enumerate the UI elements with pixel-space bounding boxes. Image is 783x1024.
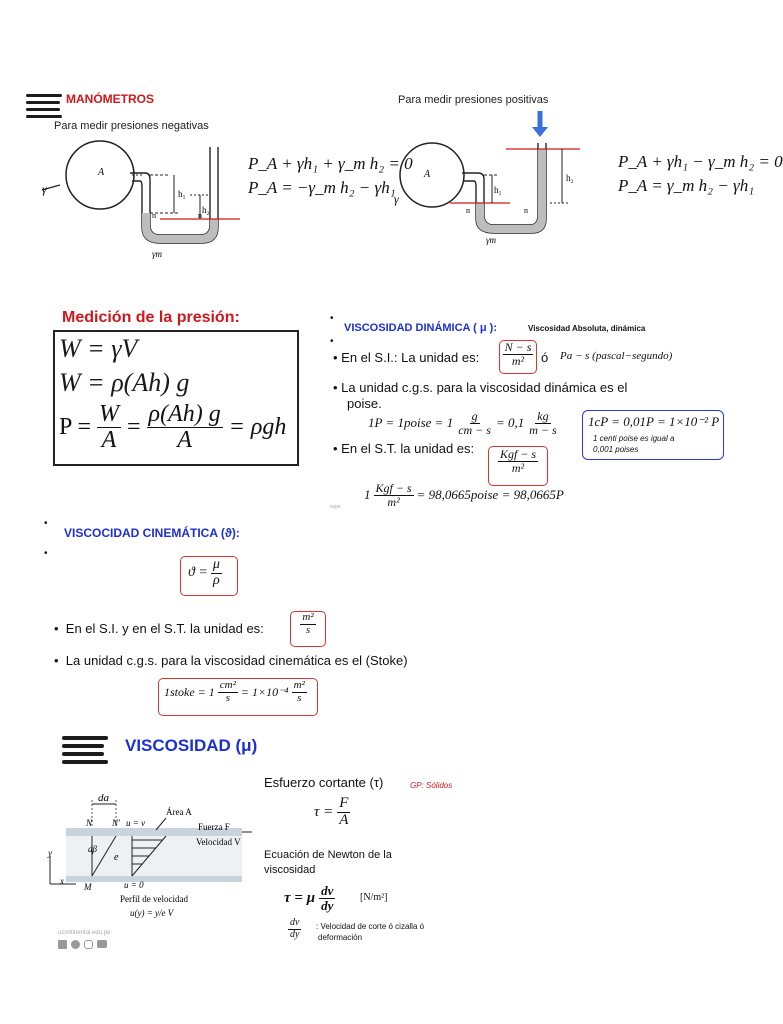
- svg-text:y: y: [47, 848, 52, 858]
- social-icons: [58, 940, 107, 949]
- svg-text:da: da: [98, 792, 110, 804]
- svg-text:u = v: u = v: [126, 818, 145, 828]
- positive-eq-2: P_A = γ_m h₂ − γh₁: [618, 176, 755, 195]
- svg-text:h₁: h₁: [494, 185, 502, 195]
- twitter-icon[interactable]: [71, 940, 80, 949]
- label-A: A: [97, 167, 105, 178]
- svg-text:Área A: Área A: [166, 807, 192, 817]
- manometer-positive-diagram: A γ h₂ h₁ n n γm: [394, 111, 580, 245]
- facebook-icon[interactable]: [58, 940, 67, 949]
- svg-text:e: e: [114, 852, 119, 863]
- dinamica-si-line: • En el S.I.: La unidad es:: [333, 350, 480, 365]
- dinamica-cgs-line: • La unidad c.g.s. para la viscosidad di…: [333, 380, 628, 395]
- dvdy-desc-2: deformación: [318, 933, 363, 942]
- cinematica-si-line: • En el S.I. y en el S.T. la unidad es:: [54, 621, 264, 636]
- negative-pressure-caption: Para medir presiones negativas: [54, 120, 209, 132]
- viscosidad-title: VISCOSIDAD (μ): [125, 736, 258, 755]
- viscosidad-cinematica-title: VISCOCIDAD CINEMÁTICA (ϑ):: [64, 526, 240, 540]
- manometros-title: MANÓMETROS: [66, 92, 154, 106]
- svg-text:x: x: [59, 876, 64, 886]
- st-unit-box: [488, 446, 548, 486]
- viscosidad-dinamica-title: VISCOSIDAD DINÁMICA ( μ ):: [344, 322, 497, 334]
- svg-text:Perfil de velocidad: Perfil de velocidad: [120, 894, 188, 904]
- weight-eq-1: W = γV: [59, 334, 138, 363]
- newton-label-2: viscosidad: [264, 864, 316, 876]
- instagram-icon[interactable]: [84, 940, 93, 949]
- viscosidad-dinamica-subtitle: Viscosidad Absoluta, dinámica: [528, 324, 646, 333]
- or-text: ó: [541, 350, 549, 365]
- svg-text:n: n: [524, 206, 528, 215]
- svg-text:γm: γm: [486, 235, 497, 245]
- svg-text:h₁: h₁: [178, 189, 186, 199]
- svg-text:Velocidad V: Velocidad V: [196, 837, 241, 847]
- svg-text:γ: γ: [42, 182, 47, 196]
- svg-text:N: N: [85, 818, 93, 828]
- si-unit-box: [499, 340, 537, 374]
- centipoise-note-2: 0,001 poises: [593, 445, 639, 454]
- negative-eq-1: P_A + γh₁ + γ_m h₂ = 0: [248, 154, 413, 173]
- tiny-mark: supe: [330, 504, 341, 510]
- centipoise-box: [582, 410, 724, 460]
- youtube-icon[interactable]: [97, 940, 107, 948]
- university-logo-top: [26, 92, 62, 118]
- dvdy-desc-1: : Velocidad de corte ó cizalla ó: [316, 922, 425, 931]
- shear-stress-label: Esfuerzo cortante (τ): [264, 775, 384, 790]
- cinematic-def-box: [180, 556, 238, 596]
- medicion-title: Medición de la presión:: [62, 309, 240, 326]
- velocity-profile-diagram: da Área A N N′ u = v Fuerza F Velocidad …: [47, 792, 252, 918]
- svg-text:Fuerza F: Fuerza F: [198, 822, 230, 832]
- svg-text:A: A: [423, 169, 431, 180]
- svg-text:γ: γ: [394, 192, 399, 206]
- newton-unit: [N/m²]: [360, 892, 388, 903]
- university-logo-bottom: [62, 734, 108, 764]
- svg-text:h₂: h₂: [202, 205, 210, 215]
- svg-text:u = 0: u = 0: [124, 880, 144, 890]
- website-text: ucontinental.edu.pe: [58, 930, 111, 936]
- centipoise-note-1: 1 centi poise es igual a: [593, 434, 675, 443]
- svg-text:n: n: [152, 211, 156, 220]
- svg-text:u(y) = y/e V: u(y) = y/e V: [130, 908, 175, 918]
- cinematic-si-box: [290, 611, 326, 647]
- cinematica-cgs-line: • La unidad c.g.s. para la viscosidad ci…: [54, 653, 408, 668]
- svg-text:h₂: h₂: [566, 173, 574, 183]
- svg-text:γm: γm: [152, 249, 163, 259]
- negative-eq-2: P_A = −γ_m h₂ − γh₁: [248, 178, 396, 197]
- dinamica-st-line: • En el S.T. la unidad es:: [333, 441, 475, 456]
- svg-text:M: M: [83, 882, 92, 892]
- positive-eq-1: P_A + γh₁ − γ_m h₂ = 0: [618, 152, 783, 171]
- svg-text:dβ: dβ: [88, 844, 98, 854]
- weight-eq-2: W = ρ(Ah) g: [59, 368, 190, 397]
- stoke-box: [158, 678, 318, 716]
- svg-text:n: n: [198, 211, 202, 220]
- si-alt-unit: Pa − s (pascal−segundo): [560, 350, 673, 362]
- dinamica-cgs-line-2: poise.: [347, 396, 382, 411]
- gp-note: GP: Sólidos: [410, 781, 453, 790]
- centipoise-eq: 1cP = 0,01P = 1×10⁻² P: [588, 414, 720, 429]
- svg-text:N′: N′: [111, 818, 121, 828]
- svg-text:n: n: [466, 206, 470, 215]
- newton-label-1: Ecuación de Newton de la: [264, 849, 392, 861]
- manometer-negative-diagram: A γ h₁ h₂ n n γm: [41, 140, 240, 259]
- positive-pressure-caption: Para medir presiones positivas: [398, 94, 549, 106]
